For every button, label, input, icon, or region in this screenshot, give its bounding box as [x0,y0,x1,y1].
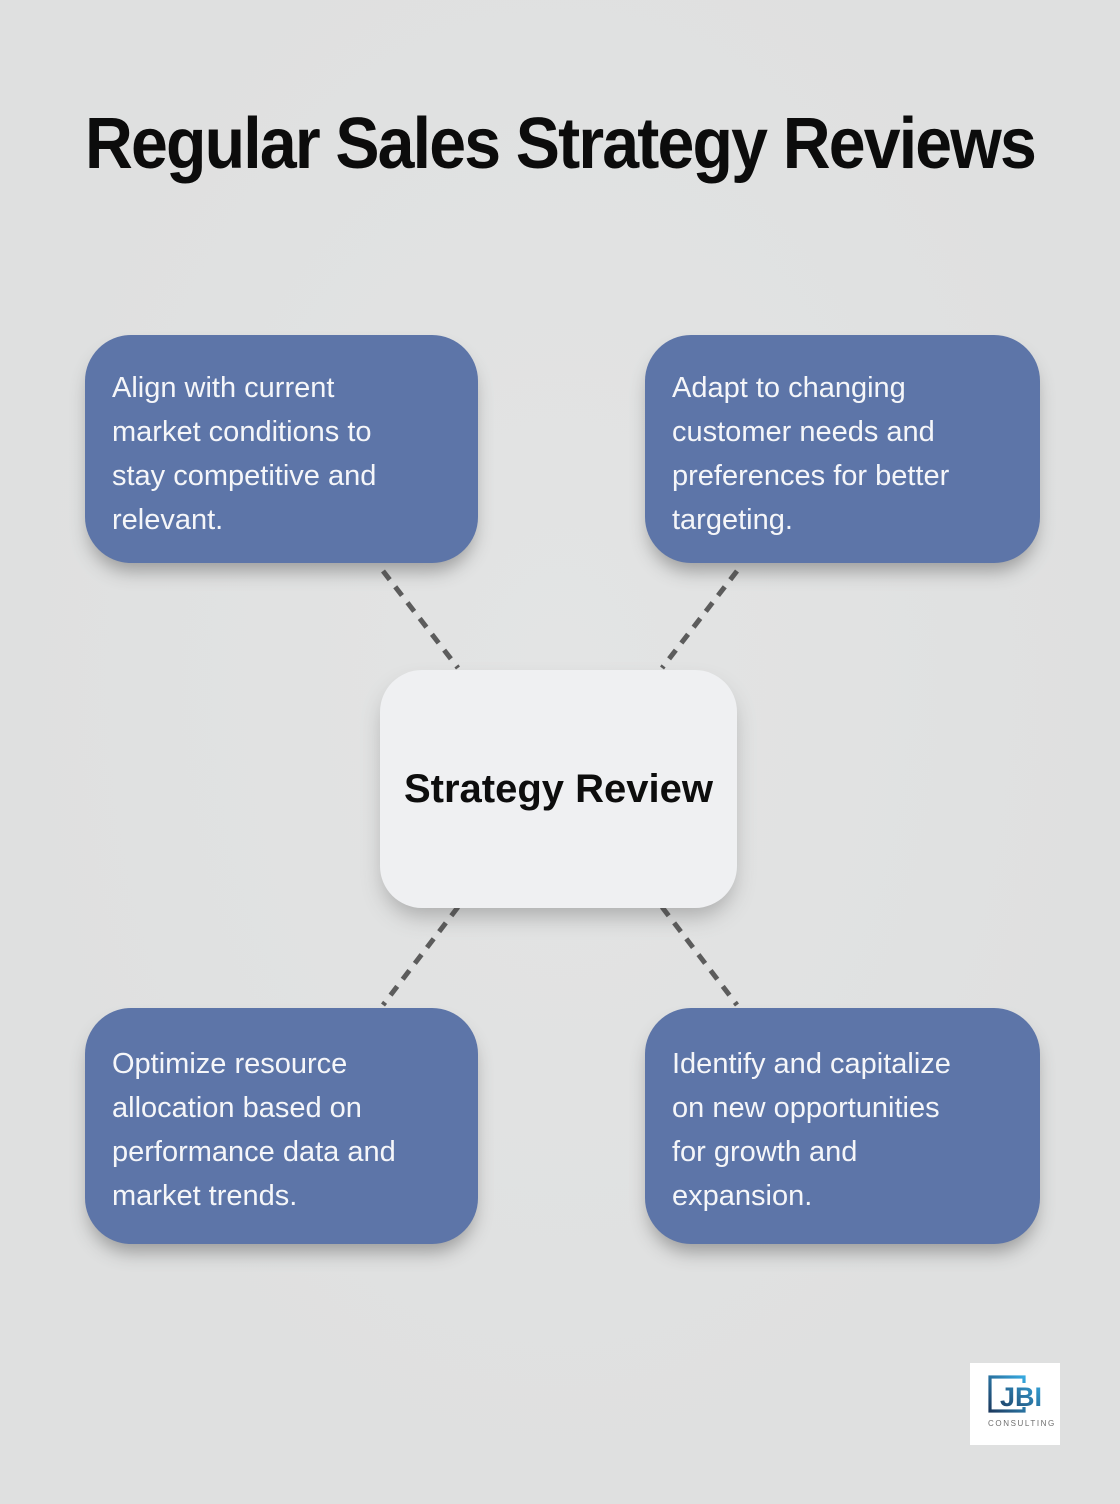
logo-subtitle-text: CONSULTING [988,1419,1054,1428]
connector-bottom-right-line [660,905,739,1007]
node-optimize-resource-allocation: Optimize resource allocation based on pe… [85,1008,478,1244]
connector-top-right-line [660,569,739,670]
node-adapt-customer-needs: Adapt to changing customer needs and pre… [645,335,1040,563]
center-node-label: Strategy Review [403,766,714,811]
node-identify-opportunities: Identify and capitalize on new opportuni… [645,1008,1040,1244]
logo-text-backdrop [1000,1383,1046,1407]
jbi-logo-icon: JBI CONSULTING [988,1375,1054,1428]
connector-bottom-left-line [381,905,460,1007]
node-align-market-conditions: Align with current market conditions to … [85,335,478,563]
connector-top-left-line [381,569,460,670]
logo-title-text: JBI [1000,1382,1042,1412]
page-title: Regular Sales Strategy Reviews [85,104,1037,184]
center-node-strategy-review: Strategy Review [380,670,737,908]
jbi-logo: JBI CONSULTING [970,1363,1060,1445]
